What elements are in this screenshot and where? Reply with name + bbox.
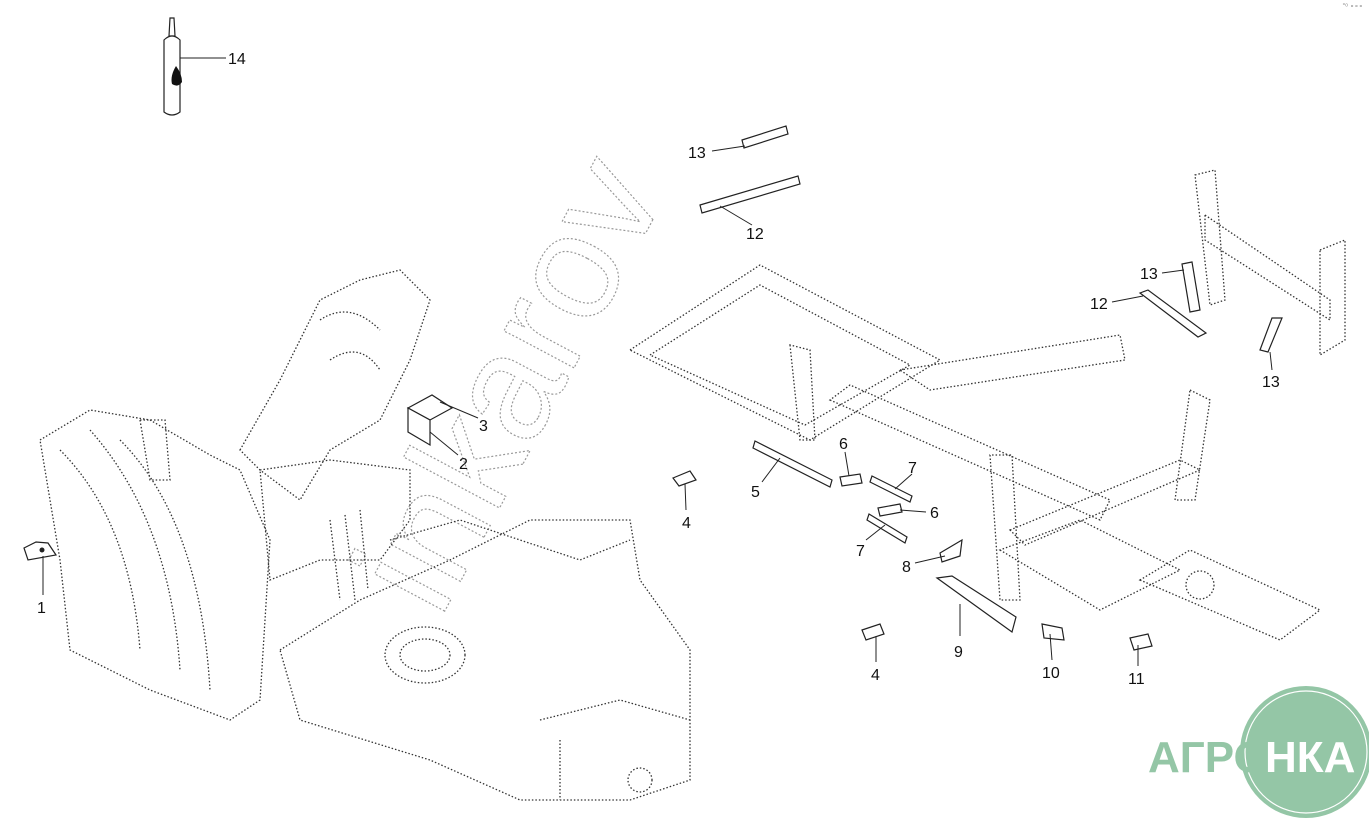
seal-7b bbox=[866, 513, 908, 544]
plate-8 bbox=[939, 538, 963, 563]
callout-3: 3 bbox=[479, 418, 488, 435]
callout-13: 13 bbox=[688, 145, 706, 162]
logo-text-right: НКА bbox=[1265, 733, 1355, 782]
pad-10 bbox=[1041, 623, 1065, 641]
seal-7a bbox=[869, 475, 913, 503]
callout-6: 6 bbox=[839, 436, 848, 453]
seal-5 bbox=[752, 440, 833, 488]
callout-7: 7 bbox=[856, 543, 865, 560]
seal-9 bbox=[935, 575, 1017, 633]
logo-text-left: АГРО bbox=[1148, 733, 1268, 782]
plate-2 bbox=[407, 406, 431, 447]
strip-12a bbox=[699, 175, 801, 214]
callout-9: 9 bbox=[954, 644, 963, 661]
strip-13c bbox=[1259, 317, 1283, 353]
callout-12: 12 bbox=[746, 226, 764, 243]
callout-4: 4 bbox=[682, 515, 691, 532]
callout-labels: 14 13 12 3 2 1 4 5 6 7 6 7 8 9 4 10 11 1… bbox=[37, 51, 1280, 688]
callout-7: 7 bbox=[908, 460, 917, 477]
fender-body bbox=[39, 269, 691, 801]
cab-frame bbox=[628, 169, 1346, 641]
callout-14: 14 bbox=[228, 51, 246, 68]
strip-13a bbox=[741, 125, 789, 149]
leader-lines bbox=[42, 57, 1273, 666]
agronika-logo: АГРО НКА bbox=[1148, 686, 1369, 818]
corner-mark: °ᵒ ∘∘∘ bbox=[1342, 3, 1363, 10]
callout-8: 8 bbox=[902, 559, 911, 576]
callout-10: 10 bbox=[1042, 665, 1060, 682]
pad-6a bbox=[839, 473, 863, 487]
callout-13: 13 bbox=[1262, 374, 1280, 391]
strip-13b bbox=[1181, 261, 1201, 313]
pad-4b bbox=[861, 623, 885, 641]
strip-12b bbox=[1138, 289, 1208, 338]
callout-12: 12 bbox=[1090, 296, 1108, 313]
sealant-tube-part bbox=[163, 17, 182, 116]
pad-11 bbox=[1129, 633, 1153, 651]
callout-2: 2 bbox=[459, 456, 468, 473]
pad-6b bbox=[877, 503, 903, 517]
callout-11: 11 bbox=[1128, 671, 1145, 688]
watermark: inkarov bbox=[320, 129, 695, 635]
callout-1: 1 bbox=[37, 600, 46, 617]
callout-6: 6 bbox=[930, 505, 939, 522]
pad-4a bbox=[672, 470, 697, 487]
small-parts bbox=[23, 125, 1283, 651]
callout-5: 5 bbox=[751, 484, 760, 501]
callout-4: 4 bbox=[871, 667, 880, 684]
callout-13: 13 bbox=[1140, 266, 1158, 283]
